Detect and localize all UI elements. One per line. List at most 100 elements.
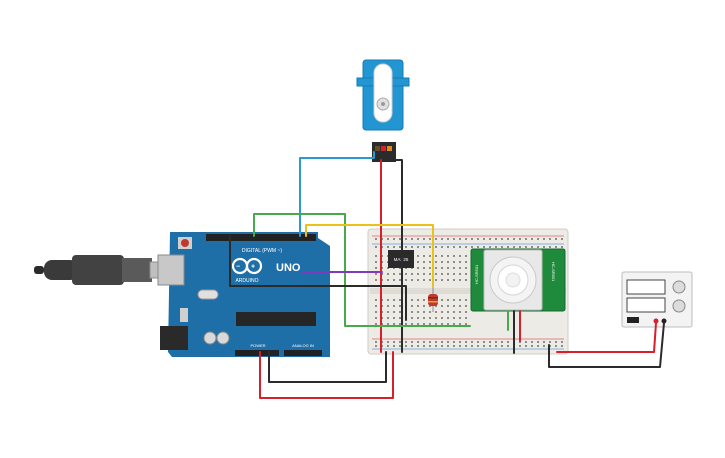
breadboard-hole bbox=[435, 273, 437, 275]
breadboard-hole bbox=[537, 345, 539, 347]
breadboard-hole bbox=[471, 345, 473, 347]
breadboard-hole bbox=[549, 238, 551, 240]
breadboard-hole bbox=[429, 246, 431, 248]
breadboard-hole bbox=[471, 246, 473, 248]
breadboard-hole bbox=[417, 341, 419, 343]
breadboard-hole bbox=[483, 341, 485, 343]
breadboard-hole bbox=[555, 341, 557, 343]
breadboard-hole bbox=[411, 345, 413, 347]
breadboard-hole bbox=[417, 323, 419, 325]
capacitor-2 bbox=[216, 331, 230, 345]
arduino-uno-board[interactable]: DIGITAL (PWM ~) − + UNO ARDUINO POWER AN… bbox=[157, 232, 330, 357]
breadboard-hole bbox=[453, 255, 455, 257]
supply-switch[interactable] bbox=[627, 317, 639, 323]
breadboard-hole bbox=[465, 299, 467, 301]
breadboard-hole bbox=[447, 238, 449, 240]
breadboard-hole bbox=[525, 246, 527, 248]
breadboard-hole bbox=[417, 246, 419, 248]
breadboard-hole bbox=[453, 311, 455, 313]
breadboard-hole bbox=[453, 267, 455, 269]
breadboard-hole bbox=[387, 246, 389, 248]
breadboard-hole bbox=[447, 255, 449, 257]
usb-cable[interactable] bbox=[34, 255, 173, 285]
wire-red-bottom bbox=[259, 351, 394, 399]
reset-button[interactable] bbox=[181, 239, 189, 247]
breadboard-hole bbox=[441, 261, 443, 263]
breadboard-hole bbox=[441, 305, 443, 307]
breadboard-hole bbox=[453, 246, 455, 248]
breadboard-hole bbox=[447, 279, 449, 281]
breadboard-hole bbox=[525, 345, 527, 347]
breadboard-hole bbox=[375, 299, 377, 301]
breadboard-hole bbox=[399, 311, 401, 313]
svg-text:+: + bbox=[251, 264, 255, 271]
breadboard-hole bbox=[375, 323, 377, 325]
breadboard-hole bbox=[441, 317, 443, 319]
arduino-logo: − + bbox=[231, 257, 263, 275]
pir-label-right: HC-SR501 bbox=[551, 262, 556, 282]
breadboard-hole bbox=[411, 246, 413, 248]
breadboard-hole bbox=[459, 323, 461, 325]
breadboard-hole bbox=[543, 345, 545, 347]
breadboard-hole bbox=[495, 341, 497, 343]
breadboard-hole bbox=[417, 305, 419, 307]
supply-knob-1[interactable] bbox=[672, 280, 686, 294]
breadboard-hole bbox=[435, 311, 437, 313]
breadboard-hole bbox=[519, 345, 521, 347]
breadboard-hole bbox=[387, 345, 389, 347]
breadboard-hole bbox=[405, 341, 407, 343]
breadboard-hole bbox=[387, 311, 389, 313]
breadboard-hole bbox=[423, 345, 425, 347]
breadboard-hole bbox=[423, 246, 425, 248]
breadboard-hole bbox=[465, 323, 467, 325]
breadboard-hole bbox=[447, 311, 449, 313]
breadboard-hole bbox=[387, 238, 389, 240]
breadboard-hole bbox=[447, 323, 449, 325]
breadboard-hole bbox=[507, 238, 509, 240]
breadboard-hole bbox=[453, 273, 455, 275]
breadboard-hole bbox=[453, 299, 455, 301]
breadboard-hole bbox=[417, 345, 419, 347]
breadboard-hole bbox=[453, 345, 455, 347]
breadboard-hole bbox=[465, 305, 467, 307]
breadboard-hole bbox=[411, 299, 413, 301]
breadboard-hole bbox=[429, 305, 431, 307]
breadboard-hole bbox=[399, 305, 401, 307]
pir-sensor[interactable]: HC-SR501 HC-SR501 bbox=[470, 248, 566, 312]
breadboard-hole bbox=[435, 317, 437, 319]
board-logo-text: ARDUINO bbox=[235, 278, 258, 284]
breadboard-hole bbox=[423, 341, 425, 343]
breadboard-hole bbox=[429, 341, 431, 343]
breadboard-hole bbox=[537, 246, 539, 248]
wire-green bbox=[253, 213, 471, 327]
breadboard-hole bbox=[375, 238, 377, 240]
breadboard-hole bbox=[465, 273, 467, 275]
breadboard-hole bbox=[429, 238, 431, 240]
breadboard-hole bbox=[543, 341, 545, 343]
wires bbox=[229, 151, 665, 399]
breadboard-hole bbox=[543, 246, 545, 248]
resistor[interactable] bbox=[428, 286, 438, 312]
servo-motor[interactable] bbox=[356, 59, 410, 162]
breadboard-hole bbox=[453, 261, 455, 263]
breadboard-hole bbox=[387, 273, 389, 275]
breadboard-hole bbox=[459, 261, 461, 263]
power-label: POWER bbox=[250, 343, 265, 348]
breadboard-hole bbox=[441, 299, 443, 301]
breadboard-hole bbox=[483, 246, 485, 248]
breadboard-hole bbox=[447, 267, 449, 269]
wire-black-supply bbox=[548, 322, 665, 368]
servo-horn[interactable] bbox=[373, 63, 393, 123]
breadboard-hole bbox=[375, 317, 377, 319]
breadboard-hole bbox=[375, 267, 377, 269]
power-supply[interactable] bbox=[621, 271, 693, 328]
breadboard-hole bbox=[501, 341, 503, 343]
breadboard-hole bbox=[555, 345, 557, 347]
breadboard-hole bbox=[561, 238, 563, 240]
breadboard-hole bbox=[453, 323, 455, 325]
breadboard-hole bbox=[477, 238, 479, 240]
breadboard-hole bbox=[489, 246, 491, 248]
supply-knob-2[interactable] bbox=[672, 299, 686, 313]
breadboard-hole bbox=[447, 345, 449, 347]
